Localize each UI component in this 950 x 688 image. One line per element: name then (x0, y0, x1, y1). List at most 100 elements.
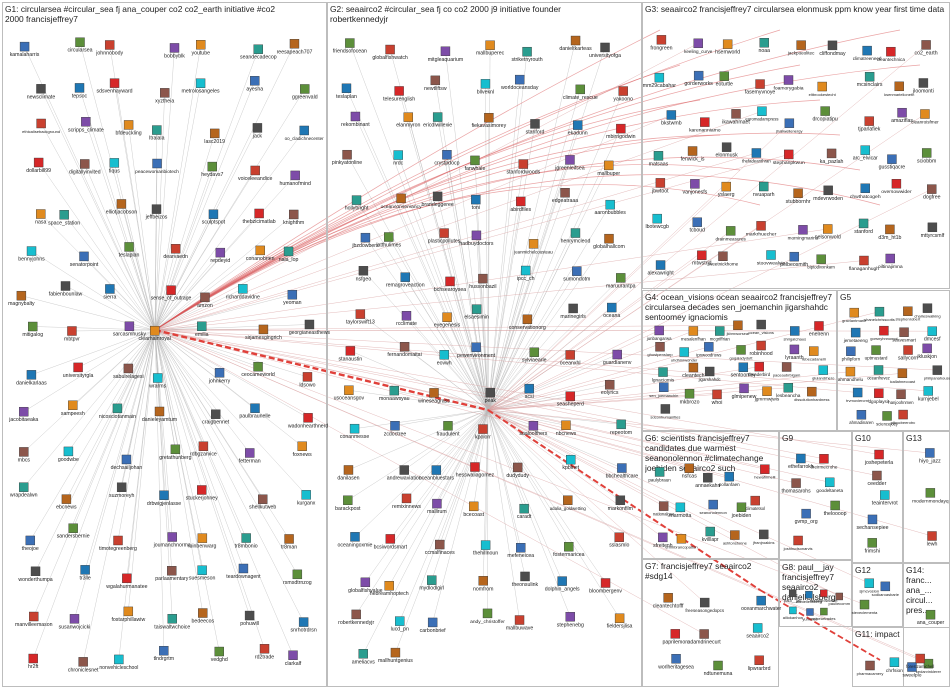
node-stanford[interactable]: stanford (526, 119, 545, 135)
node-eolyrics[interactable]: eolyrics (601, 380, 619, 396)
node-goodwbe[interactable]: goodwbe (58, 447, 79, 463)
node-uptmustard[interactable]: uptmustard (865, 346, 888, 361)
node-cleantechtofff[interactable]: cleantechtofff (653, 593, 684, 609)
node-newsclimate[interactable]: newsclimate (27, 84, 56, 100)
node-cliffondmay[interactable]: cliffondmay (819, 41, 846, 57)
node-digitallyinvited[interactable]: digitallyinvited (69, 159, 101, 175)
node-ggreenvald[interactable]: ggreenvald (292, 84, 318, 100)
node-mefeneicea[interactable]: mefeneicea (507, 543, 534, 559)
node-dolphin_angels[interactable]: dolphin_angels (545, 577, 580, 593)
node-oceanfrevez[interactable]: oceanfrevez (867, 366, 890, 381)
node-icallahnecoast[interactable]: icallahnecoast (890, 369, 916, 384)
node-oceanconservancy[interactable]: oceanconservancy (381, 194, 422, 210)
node-snrhotrdrsn[interactable]: snrhotrdrsn (291, 618, 317, 634)
node-ocean_visions[interactable]: ocean_visions (748, 320, 773, 335)
node-seaairco2[interactable]: seaairco2 (746, 623, 769, 639)
node-danielkarlaas[interactable]: danielkarlaas (16, 370, 47, 386)
node-naia_lop[interactable]: naia_lop (279, 247, 299, 263)
node-nvuaparh[interactable]: nvuaparh (753, 182, 775, 198)
node-lbotewcgb[interactable]: lbotewcgb (646, 214, 669, 230)
node-pollanfaen[interactable]: pollanfaen (719, 472, 740, 487)
node-abirdfiles[interactable]: abirdfiles (510, 197, 531, 213)
node-lucd_pn[interactable]: lucd_pn (391, 617, 409, 633)
node-gusstiqacre[interactable]: gusstiqacre (879, 155, 906, 171)
node-bbchealthcare[interactable]: bbchealthcare (606, 464, 639, 480)
node-hanjoohnmen[interactable]: hanjoohnmen (888, 390, 914, 405)
node-circularsea[interactable]: circularsea (67, 38, 92, 54)
node-frimshi[interactable]: frimshi (865, 538, 880, 554)
node-hesswaliagomez[interactable]: hesswaliagomez (456, 463, 495, 479)
node-nsfgeo[interactable]: nsfgeo (356, 266, 372, 282)
node-thunderbird[interactable]: thunderbird (748, 362, 770, 377)
node-ebcnews[interactable]: ebcnews (56, 495, 77, 511)
node-climatetsol[interactable]: climatetsol (745, 496, 765, 511)
node-monaawsyau[interactable]: monaawsyau (379, 386, 410, 402)
node-tr8mbonio[interactable]: tr8mbonio (235, 534, 258, 550)
node-teaintervrot[interactable]: teaintervrot (872, 491, 899, 507)
node-karenanniamo[interactable]: karenanniamo (689, 118, 721, 134)
node-brandeggeree[interactable]: brandeggeree (421, 192, 453, 208)
node-tlndrgrtm[interactable]: tlndrgrtm (154, 646, 174, 662)
node-teslaplan[interactable]: teslaplan (119, 242, 140, 258)
node-ashtonstonne[interactable]: ashtonstonne (723, 531, 748, 546)
node-ethicalisebackground[interactable]: ethicalisebackground (22, 119, 60, 134)
node-thebzicimatlab[interactable]: thebzicimatlab (243, 209, 276, 225)
node-senatorpoint[interactable]: senatorpoint (70, 252, 99, 268)
node-jacobitaeaka[interactable]: jacobitaeaka (8, 407, 38, 423)
node-parlaamentary[interactable]: parlaamentary (155, 566, 189, 582)
node-bennyjohns[interactable]: bennyjohns (18, 247, 45, 263)
node-telesurenglish[interactable]: telesurenglish (383, 86, 415, 102)
node-suzmoreyh[interactable]: suzmoreyh (109, 483, 134, 499)
node-bcsiwordsmart[interactable]: bcsiwordsmart (374, 534, 408, 550)
node-taiswaltwchoice[interactable]: taiswaltwchoice (154, 614, 190, 630)
node-fabienbounlaw[interactable]: fabienbounlaw (49, 281, 83, 297)
node-timotegreenberg[interactable]: timotegreenberg (99, 536, 137, 552)
node-jgreenleifsea[interactable]: jgreenleifsea (554, 155, 585, 171)
node-amzon[interactable]: amzon (197, 293, 213, 309)
node-manvilleemason[interactable]: manvilleemason (15, 612, 53, 628)
node-d3m_ht1b[interactable]: d3m_ht1b (878, 225, 901, 241)
node-jkbrnworseat[interactable]: jkbrnworseat (726, 321, 751, 336)
node-johnnobody[interactable]: johnnobody (95, 40, 123, 56)
node-bfdeuckling[interactable]: bfdeuckling (115, 120, 141, 136)
node-emmbrancopatton[interactable]: emmbrancopatton (665, 534, 697, 549)
node-sdconhumanities[interactable]: sdconhumanities (650, 404, 680, 419)
node-worldoceansday[interactable]: worldoceansday (501, 75, 539, 91)
node-danilasen[interactable]: danilasen (337, 465, 359, 481)
node-wadonhearthnerd[interactable]: wadonhearthnerd (288, 413, 328, 429)
node-fostermaricea[interactable]: fostermaricea (553, 542, 585, 558)
node-mkbrozo[interactable]: mkbrozo (680, 389, 700, 405)
node-reesapeach707[interactable]: reesapeach707 (277, 39, 313, 55)
node-oceanbluestars[interactable]: oceanbluestars (419, 466, 455, 482)
node-paprilemon[interactable]: paprilemon (662, 629, 688, 645)
node-fieldersjlisa[interactable]: fieldersjlisa (607, 614, 633, 630)
node-ipcc_ch[interactable]: ipcc_ch (517, 266, 535, 282)
node-danieleyamtum[interactable]: danieleyamtum (142, 407, 177, 423)
node-johnkerry[interactable]: johnkerry (208, 368, 231, 384)
node-pttmcbeerotrc[interactable]: pttmcbeerotrc (891, 410, 915, 425)
node-thomasarohs[interactable]: thomasarohs (782, 479, 812, 495)
node-joshhudsonarvis[interactable]: joshhudsonarvis (783, 536, 813, 551)
node-climate_rescue[interactable]: climate_rescue (563, 85, 598, 101)
node-emilia[interactable]: emilia (195, 322, 209, 338)
node-oceanmarchwater[interactable]: oceanmarchwater (741, 596, 781, 612)
node-philipanahouse[interactable]: philipanahouse (924, 366, 950, 381)
node-ekadunn[interactable]: ekadunn (568, 121, 588, 137)
node-knighthm[interactable]: knighthm (283, 210, 304, 226)
node-sechansepiee[interactable]: sechansepiee (856, 515, 888, 531)
node-ahmadinaren[interactable]: ahmadinaren (849, 410, 874, 425)
node-glmipenew[interactable]: glmipenew (732, 384, 757, 400)
node-bloombergenv[interactable]: bloombergenv (589, 578, 622, 594)
node-mesalenfhan[interactable]: mesalenfhan (681, 326, 706, 341)
node-joumanchnorma[interactable]: joumanchnorma (153, 532, 191, 548)
node-rsmsdtrnzog[interactable]: rsmsdtrnzog (283, 570, 312, 586)
node-ltralala[interactable]: ltralala (149, 126, 164, 142)
node-drainmeasures[interactable]: drainmeasures (716, 226, 747, 241)
node-mbtpvr[interactable]: mbtpvr (64, 326, 80, 342)
node-nrdc[interactable]: nrdc (393, 151, 403, 167)
node-friendsofocean[interactable]: friendsofocean (333, 39, 367, 55)
node-sumondotm[interactable]: sumondotm (563, 267, 590, 283)
node-vedghd[interactable]: vedghd (211, 647, 228, 663)
node-adamdrinecurt[interactable]: adamdrinecurt (688, 629, 722, 645)
node-drbwigjenlasse[interactable]: drbwigjenlasse (147, 491, 181, 507)
